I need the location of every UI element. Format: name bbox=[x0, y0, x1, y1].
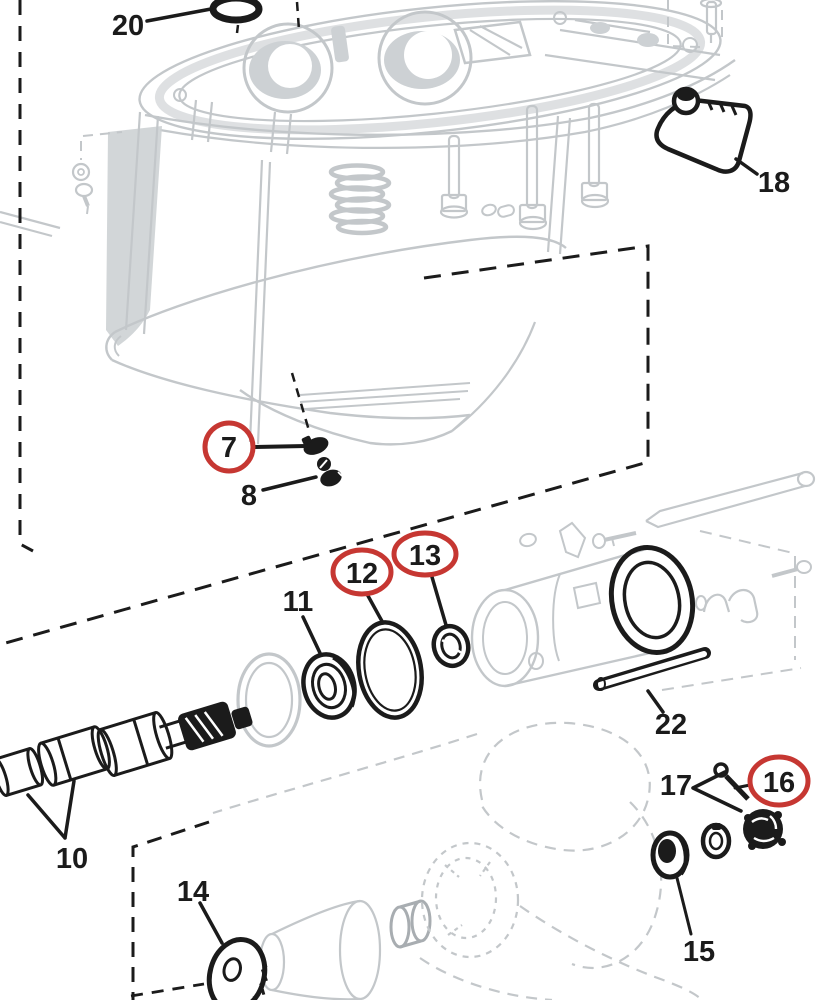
red-highlight-16 bbox=[747, 754, 811, 808]
callout-17: 17 bbox=[660, 770, 743, 813]
callout-label-16: 16 bbox=[763, 767, 795, 799]
skeg-fin bbox=[239, 321, 537, 446]
callout-11: 11 bbox=[283, 586, 322, 655]
leader-line-18 bbox=[734, 157, 759, 176]
tab-washer-part-17 bbox=[700, 822, 732, 860]
callout-14: 14 bbox=[177, 876, 224, 945]
thrust-hub bbox=[258, 899, 382, 1000]
callout-label-20: 20 bbox=[112, 10, 144, 42]
thrust-ring bbox=[236, 652, 302, 748]
oring-part-20 bbox=[209, 0, 263, 34]
callout-label-12: 12 bbox=[346, 558, 378, 590]
leader-line-14 bbox=[198, 901, 224, 945]
callout-16: 16 bbox=[733, 754, 811, 808]
spring-coil bbox=[328, 163, 392, 236]
dashed-detail-boxes bbox=[1, 0, 650, 1000]
black-parts bbox=[0, 0, 786, 1000]
callout-label-8: 8 bbox=[241, 480, 257, 512]
red-highlight-13 bbox=[391, 530, 459, 578]
anchor-pin-parts bbox=[695, 560, 812, 624]
callout-label-13: 13 bbox=[409, 540, 441, 572]
spline-nut-part-17 bbox=[743, 809, 786, 850]
leader-line-20 bbox=[145, 7, 213, 23]
torpedo-housing bbox=[105, 235, 567, 420]
washer-position-dashed-leader bbox=[130, 982, 205, 998]
callout-7: 7 bbox=[202, 420, 308, 474]
cotter-pin-part-16 bbox=[713, 762, 752, 801]
callout-label-22: 22 bbox=[655, 709, 687, 741]
thrust-washer-part-14 bbox=[206, 937, 268, 1000]
propeller-dashed-outline bbox=[212, 721, 703, 1000]
callout-18: 18 bbox=[734, 157, 790, 199]
propeller-detail-box bbox=[131, 820, 210, 1000]
callout-20: 20 bbox=[112, 7, 213, 42]
left-boundary-dashed-line bbox=[18, 0, 34, 553]
callout-22: 22 bbox=[646, 689, 687, 741]
callout-8: 8 bbox=[241, 475, 318, 512]
leader-line-12 bbox=[365, 592, 385, 625]
mounting-bolts bbox=[439, 102, 610, 231]
callout-15: 15 bbox=[675, 876, 715, 968]
callout-13: 13 bbox=[391, 530, 459, 627]
side-screw-washer bbox=[71, 162, 94, 215]
leader-line-8 bbox=[261, 475, 318, 492]
vent-screw bbox=[699, 0, 723, 43]
trim-tab-part-18 bbox=[654, 86, 753, 174]
leader-line-16 bbox=[733, 783, 752, 790]
callout-label-18: 18 bbox=[758, 167, 790, 199]
callouts: 20 18 7 8 11 12 13 bbox=[26, 7, 811, 968]
gasket-part-7 bbox=[301, 435, 329, 455]
callout-label-14: 14 bbox=[177, 876, 209, 908]
prop-spacer-drum bbox=[389, 899, 432, 949]
callout-12: 12 bbox=[330, 547, 394, 625]
leader-lines-17 bbox=[691, 770, 743, 813]
callout-label-15: 15 bbox=[683, 936, 715, 968]
prop-shaft-part-10 bbox=[0, 701, 253, 797]
oring-part-12 bbox=[356, 620, 424, 720]
callout-label-7: 7 bbox=[221, 432, 237, 464]
shift-rod bbox=[645, 470, 816, 529]
midsection-detail-box bbox=[1, 244, 650, 646]
rod-part-22 bbox=[593, 647, 711, 691]
callout-label-17: 17 bbox=[660, 770, 692, 802]
red-highlight-7 bbox=[202, 420, 256, 474]
carrier-flange-rim bbox=[608, 544, 696, 656]
plug-position-dashed-leader bbox=[290, 372, 312, 435]
bearing-carrier-gray bbox=[470, 547, 651, 688]
seal-part-13 bbox=[431, 623, 471, 669]
callout-label-11: 11 bbox=[283, 586, 314, 618]
carrier-small-parts bbox=[519, 521, 637, 559]
drain-screw-part-8 bbox=[317, 457, 343, 487]
bearing-part-11 bbox=[301, 652, 357, 720]
red-highlight-12 bbox=[330, 547, 394, 597]
driveshaft-axis-dash bbox=[295, 1, 301, 31]
leader-line-7 bbox=[253, 444, 308, 449]
callout-10: 10 bbox=[26, 779, 88, 875]
callout-label-10: 10 bbox=[56, 843, 88, 875]
gearcase-top-plate bbox=[138, 0, 722, 141]
leader-line-13 bbox=[430, 575, 448, 627]
leader-lines-10 bbox=[26, 779, 76, 840]
leader-line-15 bbox=[675, 876, 693, 936]
leader-line-22 bbox=[646, 689, 665, 714]
leader-line-11 bbox=[301, 615, 322, 655]
washer-part-15 bbox=[650, 830, 690, 880]
gray-dashed-leaders bbox=[80, 0, 802, 691]
